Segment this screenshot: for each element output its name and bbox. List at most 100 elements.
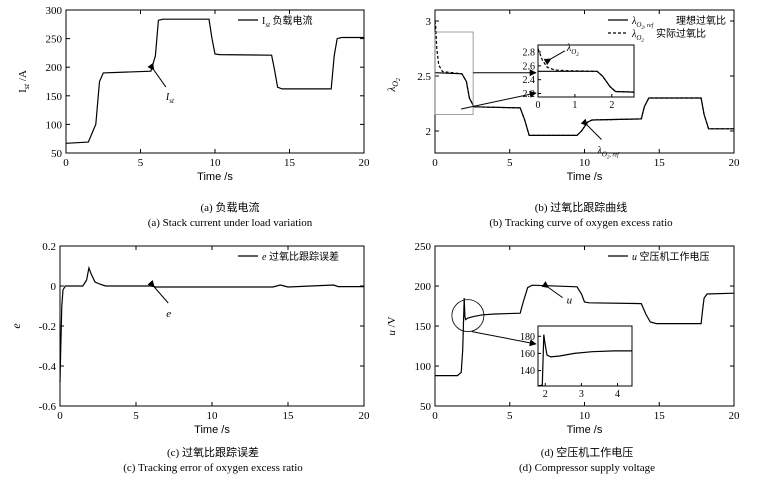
plot-frame-2 (59, 245, 365, 407)
x-tick-label: 20 (729, 410, 741, 422)
y-tick-label: 50 (51, 148, 63, 160)
y-tick-label: 2.5 (417, 71, 431, 83)
inset-y-tick-label: 140 (520, 366, 535, 377)
caption-c-en: (c) Tracking error of oxygen excess rati… (123, 462, 303, 474)
inset-x-tick-label: 2 (543, 389, 548, 400)
x-tick-label: 20 (359, 157, 371, 169)
y-tick-label: 150 (46, 91, 63, 103)
svg-text:u /V: u /V (386, 316, 398, 335)
svg-text:λO2: λO2 (386, 78, 402, 93)
inset-x-tick-label: 3 (579, 389, 584, 400)
y-axis-label: λO2 (386, 78, 402, 93)
y-axis-label: e (9, 323, 23, 329)
y-axis-label: u /V (386, 316, 398, 335)
inset-y-tick-label: 160 (520, 349, 535, 360)
series-line-2-0 (59, 265, 364, 383)
caption-a-zh: (a) 负载电流 (200, 202, 260, 214)
y-tick-label: 3 (426, 16, 432, 28)
annotation-arrow (580, 118, 602, 140)
inset-series-3-0 (537, 334, 632, 387)
y-tick-label: 0 (51, 281, 57, 293)
y-tick-label: 150 (415, 321, 432, 333)
legend-entry: e 过氧比跟踪误差 (262, 250, 339, 263)
x-tick-label: 5 (138, 157, 144, 169)
x-axis-label: Time /s (194, 424, 230, 436)
svg-text:Ist /A: Ist /A (17, 70, 31, 93)
inset-y-tick-label: 2.8 (523, 47, 536, 58)
annotation-label: Ist (165, 92, 175, 105)
x-tick-label: 5 (133, 410, 139, 422)
inset-frame (537, 325, 633, 387)
caption-c-zh: (c) 过氧比跟踪误差 (167, 447, 259, 459)
caption-d-en: (d) Compressor supply voltage (519, 462, 655, 474)
svg-text:λO2: λO2 (631, 29, 644, 44)
svg-text:理想过氧比: 理想过氧比 (676, 14, 726, 27)
y-tick-label: 250 (46, 34, 63, 46)
series-line-0-0 (65, 18, 364, 144)
caption-a-en: (a) Stack current under load variation (147, 217, 313, 229)
y-tick-label: 200 (46, 62, 63, 74)
x-tick-label: 0 (432, 410, 438, 422)
x-axis-label: Time /s (567, 424, 603, 436)
y-tick-label: -0.4 (39, 361, 57, 373)
x-tick-label: 5 (507, 410, 513, 422)
zoom-arrow (471, 331, 537, 347)
x-tick-label: 15 (283, 410, 295, 422)
y-tick-label: -0.2 (39, 321, 56, 333)
y-tick-label: 2 (426, 126, 432, 138)
inset-annotation-arrow (543, 50, 566, 66)
x-tick-label: 10 (207, 410, 219, 422)
x-tick-label: 15 (284, 157, 296, 169)
series-line-1-1 (434, 20, 734, 136)
annotation-arrow (147, 62, 167, 88)
caption-c: (c) 过氧比跟踪误差 (c) Tracking error of oxygen… (63, 446, 363, 476)
x-tick-label: 15 (654, 157, 666, 169)
caption-b-en: (b) Tracking curve of oxygen excess rati… (489, 217, 673, 229)
inset-x-tick-label: 0 (536, 100, 541, 111)
y-tick-label: 50 (420, 401, 432, 413)
annotation-label: u (567, 295, 573, 307)
x-tick-label: 20 (729, 157, 741, 169)
legend-entry: u 空压机工作电压 (632, 250, 710, 263)
inset-x-tick-label: 1 (572, 100, 577, 111)
svg-text:e: e (9, 323, 23, 329)
y-axis-label: Ist /A (17, 70, 31, 93)
y-tick-label: -0.6 (39, 401, 57, 413)
svg-text:实际过氧比: 实际过氧比 (656, 27, 706, 40)
x-axis-label: Time /s (567, 171, 603, 183)
inset-y-tick-label: 2.6 (523, 61, 536, 72)
y-tick-label: 250 (415, 241, 432, 253)
inset-x-tick-label: 2 (609, 100, 614, 111)
y-tick-label: 200 (415, 281, 432, 293)
series-line-3-0 (435, 284, 735, 377)
x-tick-label: 5 (507, 157, 513, 169)
y-tick-label: 100 (415, 361, 432, 373)
x-tick-label: 0 (57, 410, 63, 422)
caption-d: (d) 空压机工作电压 (d) Compressor supply voltag… (437, 446, 737, 476)
y-tick-label: 300 (46, 5, 63, 17)
zoom-region-circle (451, 299, 485, 333)
x-tick-label: 10 (210, 157, 222, 169)
plot-frame-0 (65, 9, 365, 154)
x-tick-label: 10 (579, 157, 591, 169)
annotation-arrow (147, 279, 169, 304)
zoom-arrow (461, 90, 537, 110)
caption-a: (a) 负载电流 (a) Stack current under load va… (80, 201, 380, 231)
inset-series-1-1 (537, 48, 635, 93)
y-tick-label: 100 (46, 119, 63, 131)
legend-entry: Ist 负载电流 (262, 14, 313, 29)
annotation-label: e (166, 308, 171, 320)
x-tick-label: 0 (432, 157, 438, 169)
x-tick-label: 15 (654, 410, 666, 422)
caption-d-zh: (d) 空压机工作电压 (540, 447, 634, 459)
zoom-region-box (434, 31, 474, 115)
x-tick-label: 20 (359, 410, 371, 422)
annotation-arrow (541, 281, 563, 299)
